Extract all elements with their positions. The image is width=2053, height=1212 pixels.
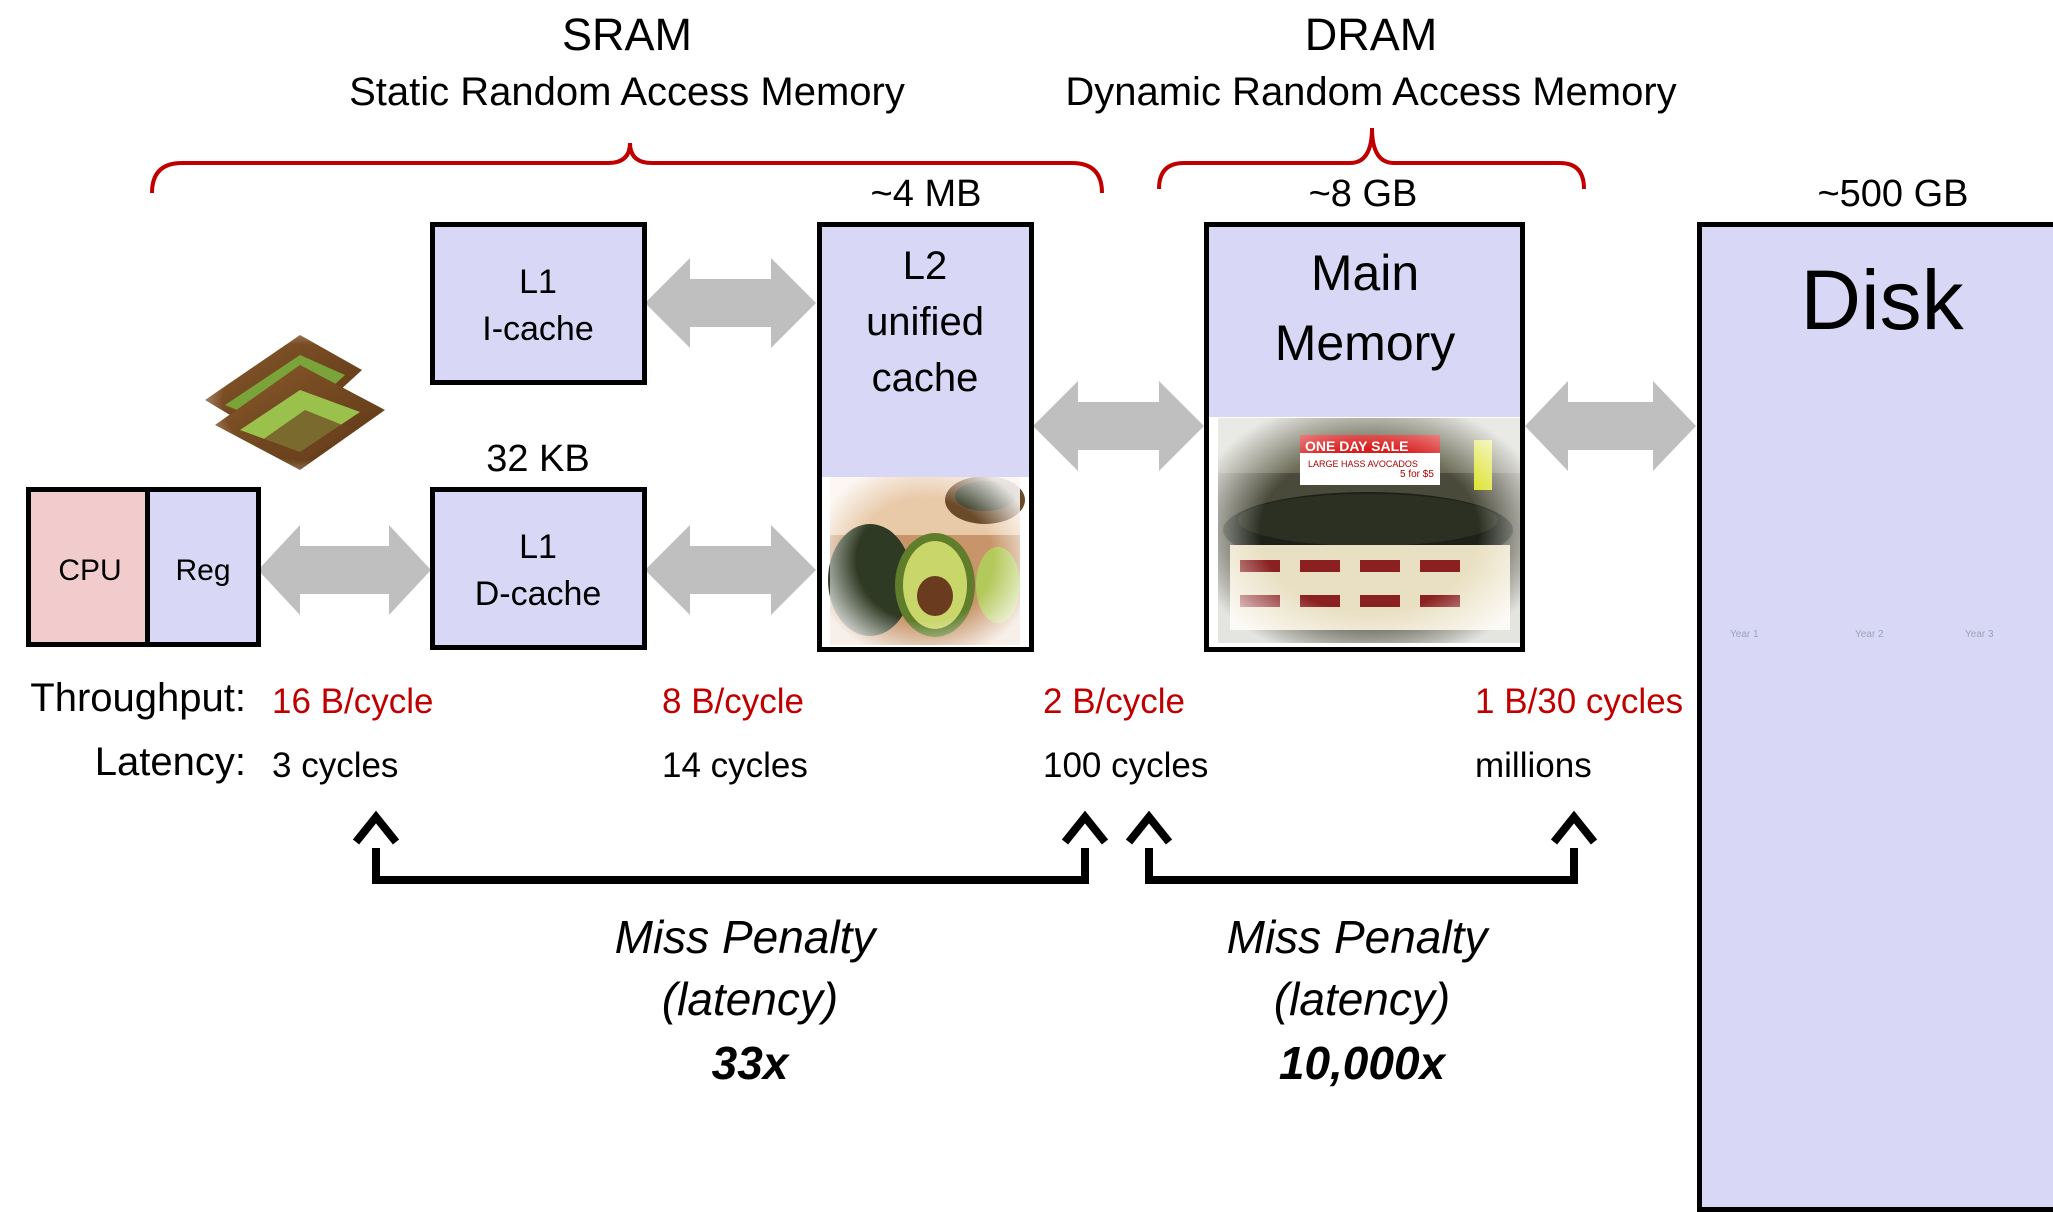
cpu-label: CPU [58, 554, 122, 587]
miss-penalty-2-subtitle: (latency) [1273, 973, 1451, 1025]
latency-value: 14 cycles [662, 746, 808, 785]
l2-size-label: ~4 MB [870, 173, 982, 215]
reg-l1d-arrow [258, 525, 431, 615]
dram-title: DRAM [1304, 9, 1438, 60]
disk-size-label: ~500 GB [1817, 173, 1969, 215]
l1-icache-box [430, 222, 647, 385]
cpu-box [31, 492, 150, 642]
dram-subtitle: Dynamic Random Access Memory [1065, 70, 1677, 114]
main-memory-size-label: ~8 GB [1308, 173, 1418, 215]
sram-subtitle: Static Random Access Memory [349, 70, 905, 114]
latency-value: 100 cycles [1043, 746, 1209, 785]
l1i-l2-arrow [645, 258, 816, 348]
l1-icache-label-line2: I-cache [482, 310, 594, 348]
cpu-register-block [26, 487, 261, 647]
l2-label-line1: L2 [902, 244, 948, 288]
l1d-l2-arrow [645, 525, 816, 615]
l2-cache-fill [822, 227, 1029, 477]
main-disk-arrow [1525, 381, 1696, 471]
sram-bracket [150, 142, 1104, 194]
orchard-year-3: Year 3 [1965, 629, 1994, 640]
miss-penalty-arrow-1 [352, 810, 1109, 884]
throughput-value: 16 B/cycle [272, 682, 434, 721]
store-image [1218, 418, 1521, 643]
miss-penalty-1-title: Miss Penalty [614, 911, 876, 963]
throughput-value: 2 B/cycle [1043, 682, 1185, 721]
throughput-value: 1 B/30 cycles [1475, 682, 1684, 721]
miss-penalty-1-subtitle: (latency) [661, 973, 839, 1025]
sandwich-image [192, 322, 412, 482]
miss-penalty-2-title: Miss Penalty [1226, 911, 1488, 963]
l1-dcache-label-line1: L1 [519, 528, 557, 566]
l2-cache-box [817, 222, 1034, 652]
avocado-image [828, 475, 1025, 645]
l2-label-line2: unified [866, 300, 984, 344]
connector-arrows [258, 258, 1696, 615]
l1-dcache-box [430, 487, 647, 650]
latency-value: 3 cycles [272, 746, 399, 785]
throughput-value: 8 B/cycle [662, 682, 804, 721]
throughput-label: Throughput: [30, 676, 246, 720]
latency-value: millions [1475, 746, 1592, 785]
orchard-year-1: Year 1 [1730, 629, 1759, 640]
disk-box [1697, 222, 2053, 1212]
l1-icache-label-line1: L1 [519, 263, 557, 301]
orchard-year-2: Year 2 [1855, 629, 1884, 640]
sram-title: SRAM [561, 9, 693, 60]
sale-sign-text: ONE DAY SALE [1305, 438, 1409, 454]
sale-sign-price: 5 for $5 [1400, 469, 1434, 480]
miss-penalty-arrow-2 [1125, 810, 1598, 884]
main-memory-fill [1209, 227, 1520, 417]
main-memory-label-line1: Main [1310, 245, 1420, 301]
l1-size-label: 32 KB [486, 438, 590, 480]
dram-bracket [1157, 127, 1586, 190]
main-memory-label-line2: Memory [1274, 315, 1456, 371]
l2-label-line3: cache [871, 356, 979, 400]
l1-dcache-label-line2: D-cache [474, 575, 602, 613]
main-memory-box [1204, 222, 1525, 652]
sale-sign-subtext: LARGE HASS AVOCADOS [1308, 459, 1418, 469]
latency-label: Latency: [94, 740, 246, 784]
disk-label: Disk [1800, 253, 1964, 347]
reg-label: Reg [175, 554, 231, 587]
miss-penalty-2-factor: 10,000x [1278, 1037, 1446, 1089]
miss-penalty-1-factor: 33x [711, 1037, 789, 1089]
l2-main-arrow [1033, 381, 1204, 471]
